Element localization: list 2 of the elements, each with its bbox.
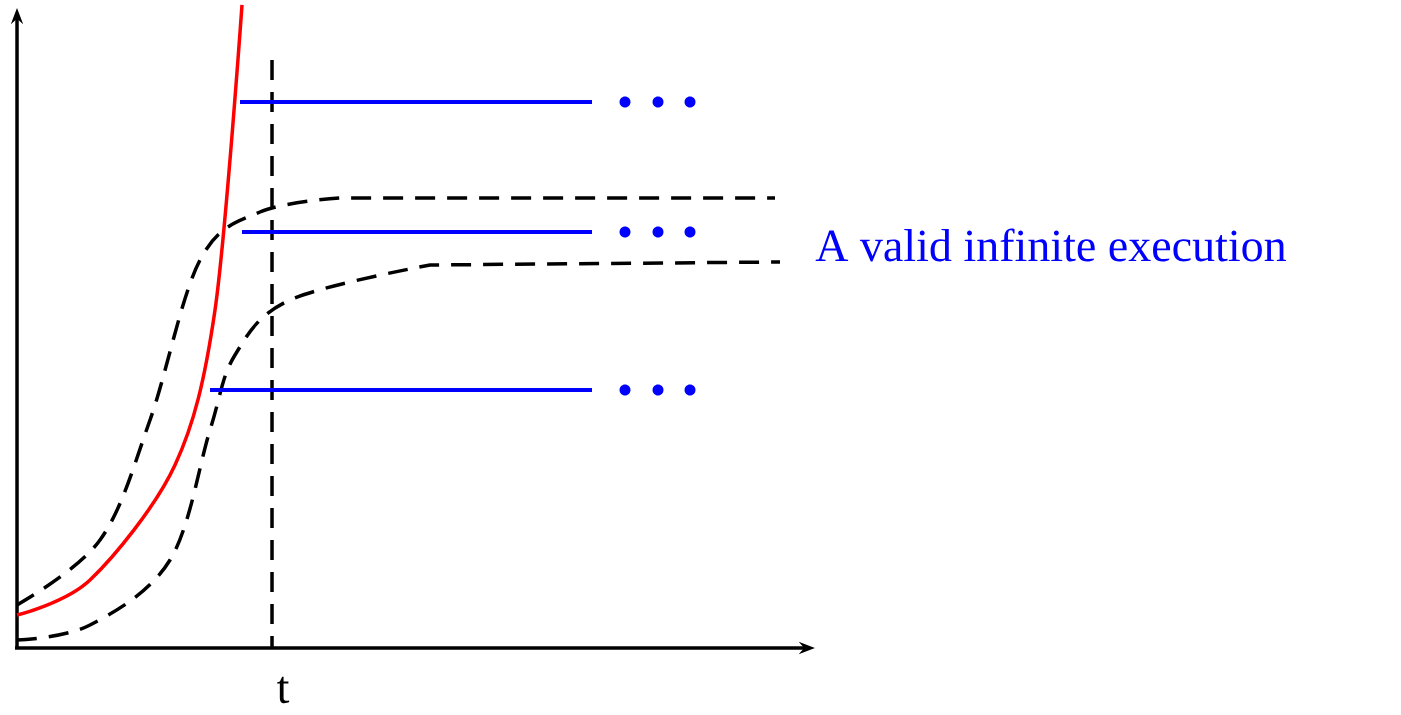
axis-label: t — [277, 676, 290, 704]
annotation-label: A valid infinite execution — [815, 228, 1286, 262]
